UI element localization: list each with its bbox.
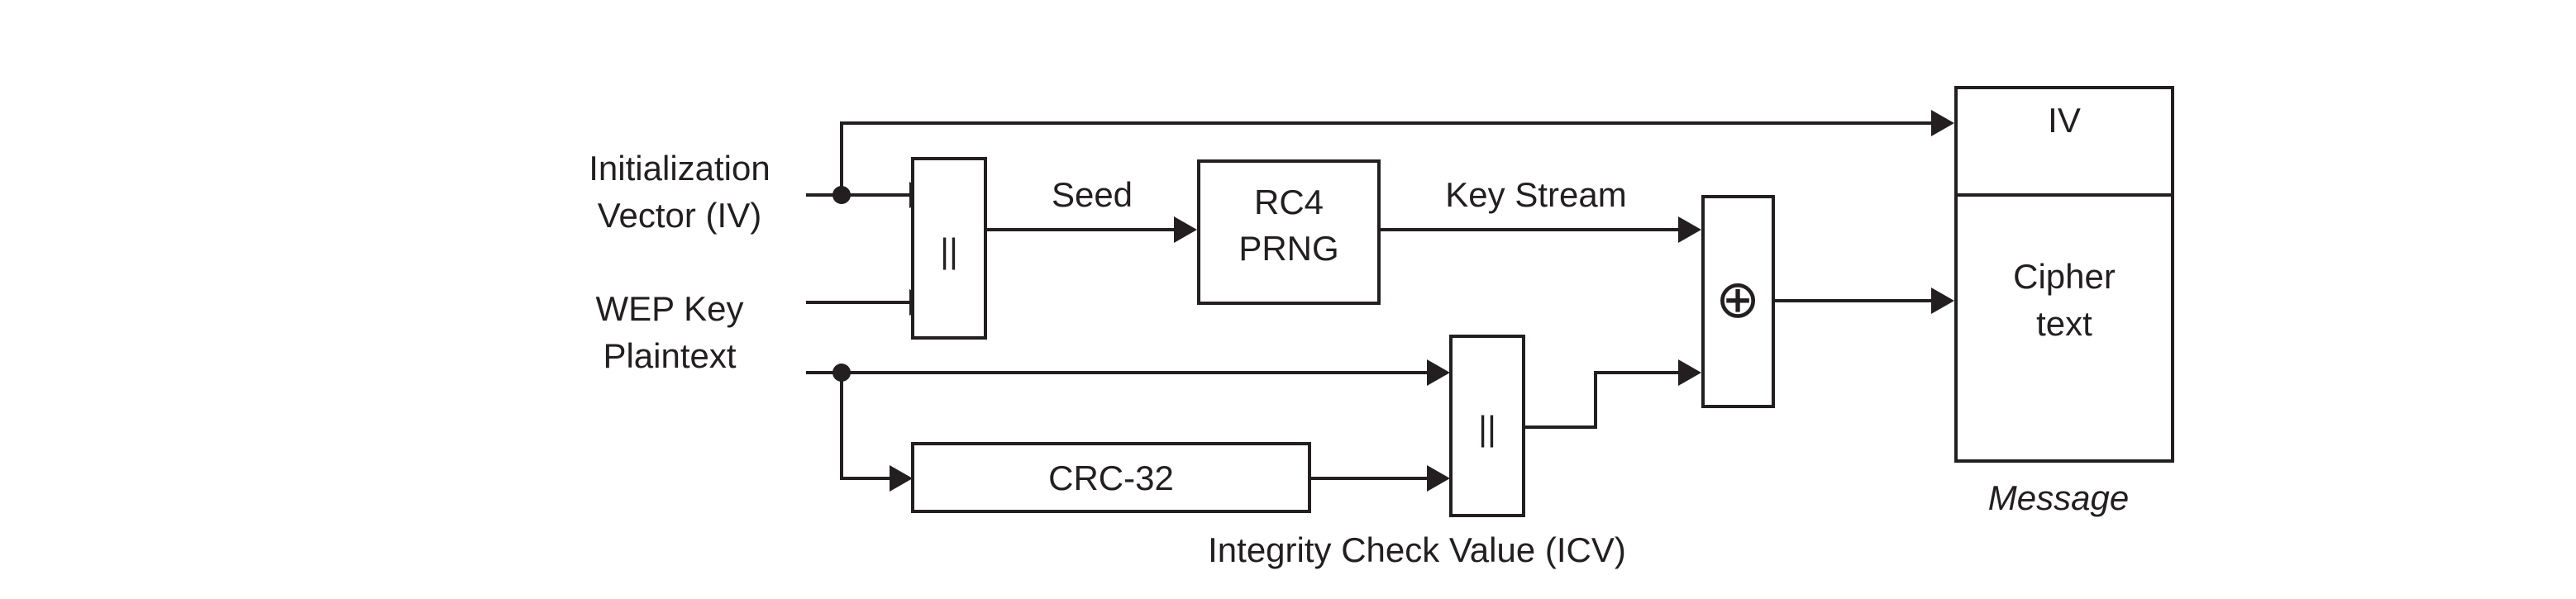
xor-icon: ⊕: [1715, 269, 1760, 329]
plaintext-to-concat-arrow: [1427, 359, 1450, 386]
seed-concat-symbol: ||: [940, 231, 958, 270]
crc32-label: CRC-32: [1048, 459, 1174, 497]
iv-input-label-line2: Vector (IV): [598, 196, 761, 235]
seed-arrow: [1174, 216, 1197, 243]
message-caption: Message: [1988, 478, 2129, 517]
seed-concat-block: [911, 157, 987, 340]
keystream-arrow: [1678, 216, 1701, 243]
concat-to-xor-arrow: [1678, 359, 1701, 386]
iv-junction-dot: [832, 186, 851, 204]
xor-block: [1701, 195, 1775, 408]
message-iv-label: IV: [2048, 101, 2081, 140]
plaintext-junction-dot: [832, 364, 851, 382]
icv-concat-block: [1449, 335, 1525, 517]
prng-label: PRNG: [1238, 229, 1338, 268]
icv-concat-symbol: ||: [1478, 409, 1496, 448]
message-box: [1954, 86, 2174, 463]
plaintext-label: Plaintext: [603, 336, 736, 375]
plaintext-to-crc-wire: [840, 373, 890, 480]
rc4-prng-block: [1197, 159, 1381, 305]
icv-label: Integrity Check Value (ICV): [1208, 530, 1626, 569]
rc4-label: RC4: [1254, 183, 1324, 221]
iv-to-message-arrow: [1931, 110, 1954, 136]
crc32-block: [911, 442, 1311, 513]
plaintext-to-crc-arrow: [890, 465, 913, 492]
cipher-label-line2: text: [2036, 304, 2092, 343]
iv-input-label-line1: Initialization: [589, 149, 770, 188]
concat-to-xor-wire: [1524, 371, 1678, 429]
seed-label: Seed: [1052, 175, 1133, 214]
key-stream-label: Key Stream: [1445, 175, 1626, 214]
crc-to-concat-arrow: [1427, 465, 1450, 492]
cipher-label-line1: Cipher: [2013, 257, 2116, 296]
xor-to-cipher-arrow: [1931, 288, 1954, 314]
wep-key-label: WEP Key: [596, 289, 744, 328]
iv-to-message-wire: [840, 121, 1931, 195]
